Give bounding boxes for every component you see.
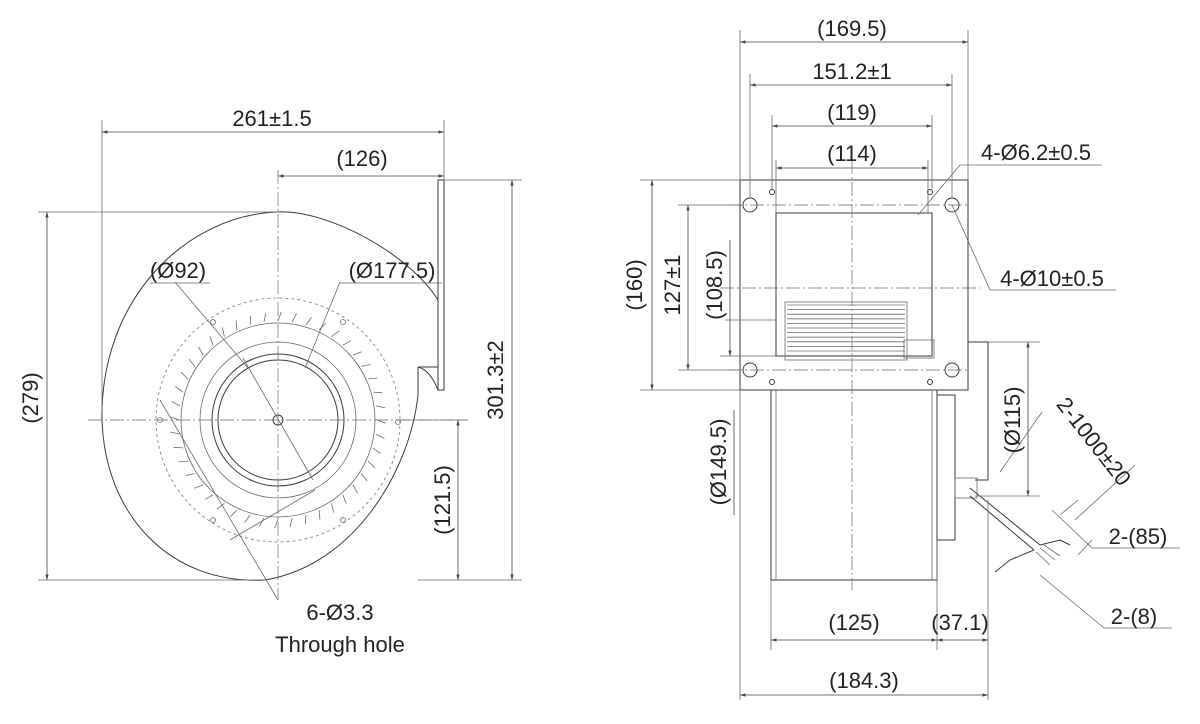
outlet-flange [437, 179, 445, 391]
blade-tick [304, 514, 307, 525]
blade-tick [229, 509, 238, 518]
blade-tick [249, 315, 252, 326]
blade-tick [185, 473, 195, 477]
blade-tick [318, 510, 321, 520]
blade-tick [372, 391, 383, 394]
dim-housing-dia: (Ø149.5) [706, 419, 731, 506]
blade-tick [169, 416, 180, 421]
blade-ring [169, 311, 387, 529]
blade-tick [331, 503, 335, 513]
dim-left-height: (279) [18, 372, 43, 423]
lead-wires [969, 487, 1071, 573]
blade-tick [259, 517, 265, 527]
dim-flange-height: (160) [622, 259, 647, 310]
dim-lead-tip: 2-(8) [1111, 604, 1157, 629]
dim-motor-depth: (125) [828, 610, 879, 635]
motor-body [770, 389, 938, 581]
blade-tick [274, 518, 279, 529]
blade-tick [277, 311, 282, 322]
dim-total-height: 301.3±2 [483, 340, 508, 419]
dim-overall-width: 261±1.5 [232, 106, 311, 131]
dim-inner-dia: (Ø92) [150, 258, 206, 283]
blade-tick [352, 351, 362, 356]
blade-tick [209, 336, 214, 346]
blade-tick [170, 431, 181, 435]
blade-tick [188, 358, 196, 367]
blade-tick [367, 460, 376, 469]
blade-tick [235, 320, 238, 330]
blade-tick [291, 313, 297, 323]
blade-tick [375, 405, 386, 409]
blade-tick [368, 377, 378, 380]
blade-tick [360, 473, 368, 482]
dim-motor-dia: (Ø115) [1000, 387, 1025, 454]
blade-tick [216, 502, 225, 510]
dim-flange-outer: (169.5) [817, 16, 887, 41]
blade-tick [289, 517, 293, 528]
blade-tick [352, 484, 358, 494]
blade-tick [194, 484, 204, 489]
blade-tick [331, 330, 340, 338]
side-view: (169.5) 151.2±1 (119) (114) 4-Ø6.2±0.5 4… [622, 16, 1180, 700]
dim-lead-length: 2-1000±20 [1052, 392, 1136, 490]
blade-tick [342, 494, 347, 504]
blade-tick [372, 447, 381, 454]
blade-tick [361, 363, 371, 367]
blade-tick [180, 371, 189, 380]
blade-tick [244, 514, 251, 523]
blade-tick [342, 340, 352, 346]
blade-tick [221, 327, 225, 337]
side-flange [739, 179, 969, 391]
dim-motor-ext: (37.1) [931, 610, 988, 635]
dim-center-height: (121.5) [430, 465, 455, 535]
dim-mount-holes: 4-Ø6.2±0.5 [981, 140, 1091, 165]
side-opening [775, 212, 933, 357]
note-through-hole: Through hole [275, 632, 405, 657]
dim-opening-outer: (119) [827, 100, 877, 125]
dim-opening-height: (108.5) [702, 250, 727, 320]
mounting-holes [157, 319, 401, 523]
dim-opening-inner: (114) [827, 141, 877, 166]
blade-tick [173, 446, 184, 449]
blade-tick [305, 317, 312, 326]
blade-tick [263, 312, 267, 323]
note-holes: 6-Ø3.3 [306, 600, 373, 625]
dim-pattern-dia: (Ø177.5) [349, 258, 436, 283]
dim-outlet-offset: (126) [336, 146, 387, 171]
blade-tick [171, 401, 181, 407]
dim-slot-holes: 4-Ø10±0.5 [1000, 266, 1104, 291]
blade-tick [376, 419, 387, 424]
dim-hole-spacing: 151.2±1 [812, 59, 891, 84]
dim-overall-depth: (184.3) [829, 668, 899, 693]
blade-tick [198, 346, 204, 356]
blade-tick [175, 386, 184, 393]
blade-tick [178, 460, 188, 463]
dim-lead-strip: 2-(85) [1109, 524, 1168, 549]
blade-tick [375, 433, 385, 439]
front-view: 261±1.5 (126) (Ø92) (Ø177.5) (279) 301.3… [18, 106, 522, 657]
blade-tick [318, 322, 327, 331]
dim-hole-vertical: 127±1 [660, 254, 685, 315]
side-blades [787, 304, 905, 357]
blade-tick [204, 494, 214, 500]
